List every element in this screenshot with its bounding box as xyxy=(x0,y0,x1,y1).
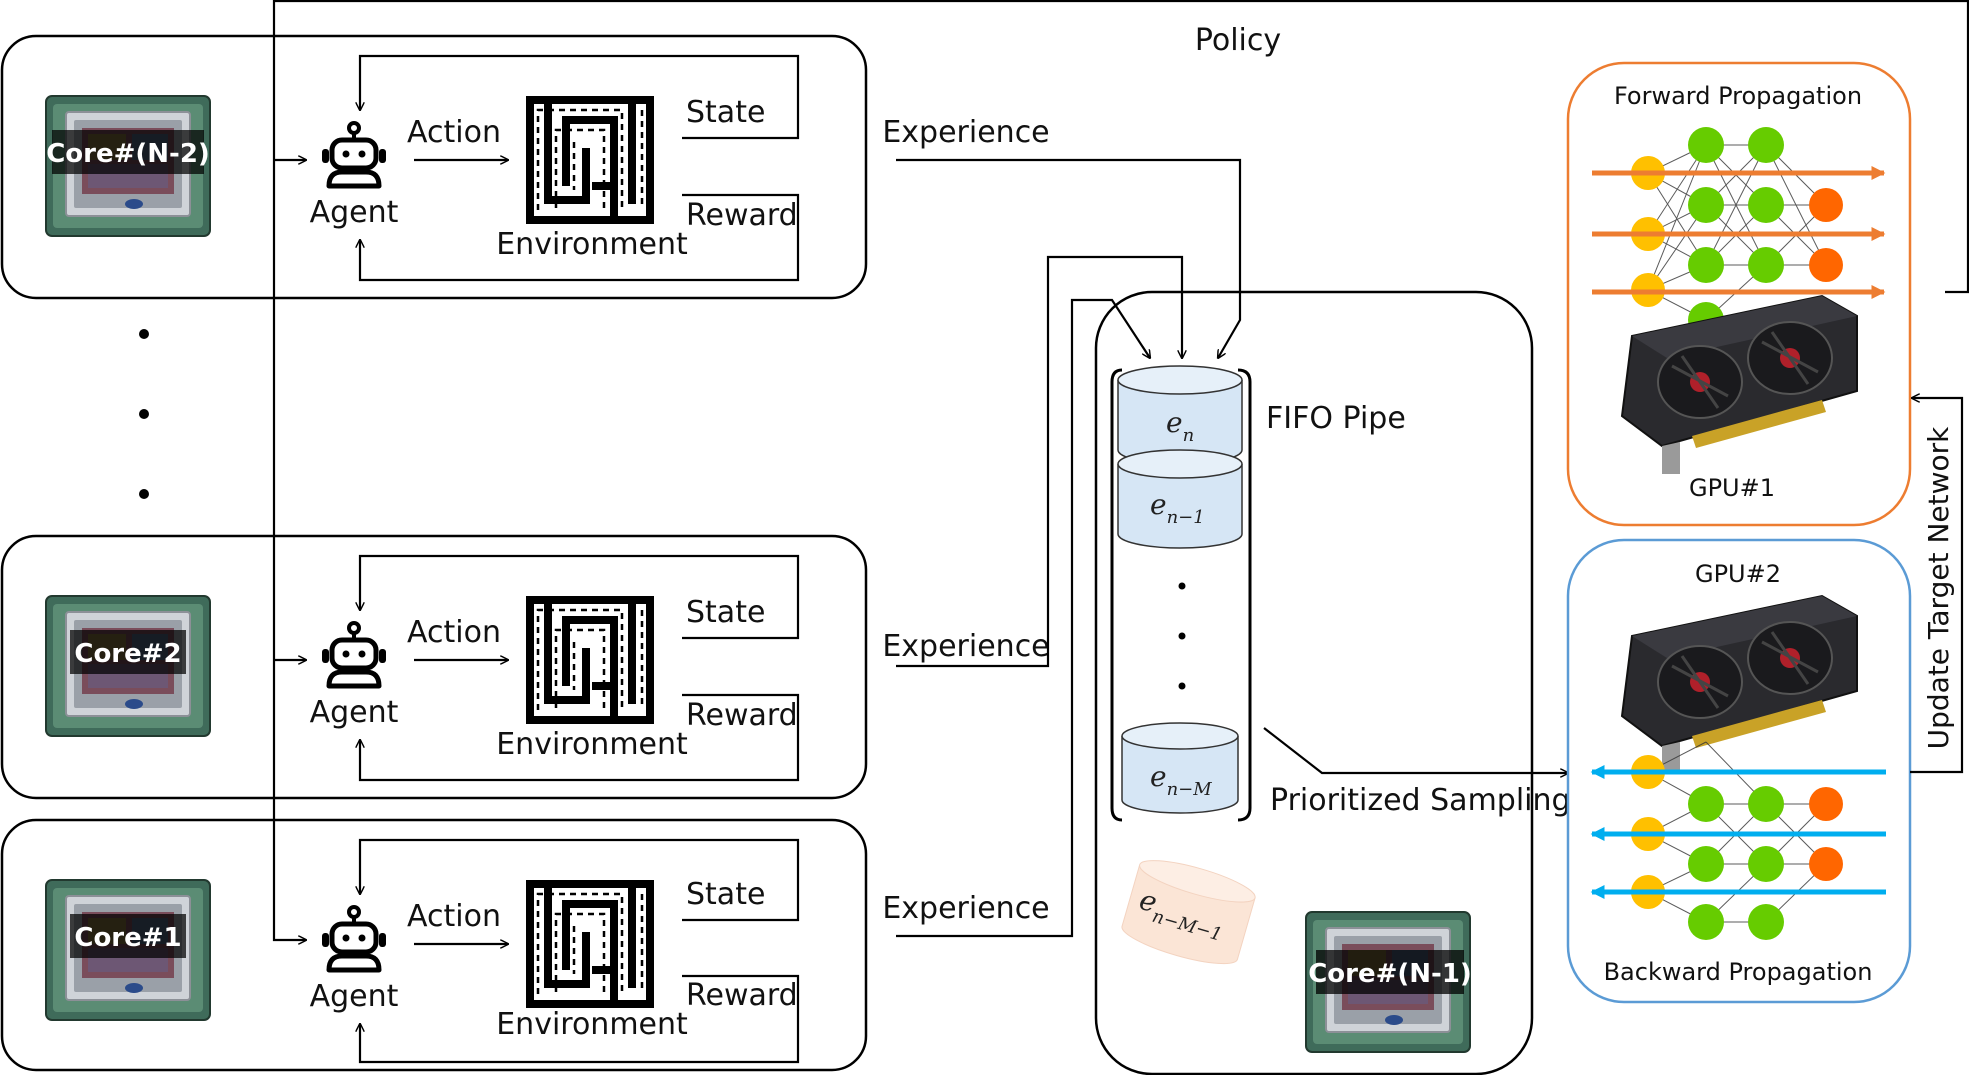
prioritized-sampling-label: Prioritized Sampling xyxy=(1270,783,1571,818)
pipe-cell-e-n-1: en−1 xyxy=(1117,449,1243,549)
core-block-frame xyxy=(0,534,868,800)
policy-feedback-line xyxy=(272,0,1969,940)
gpu-card-icon xyxy=(1620,594,1859,776)
svg-text:en−1: en−1 xyxy=(1150,488,1205,528)
forward-propagation-title: Forward Propagation xyxy=(1614,82,1862,110)
gpu-card-icon xyxy=(1620,294,1859,476)
action-label: Action xyxy=(407,615,501,650)
reward-label: Reward xyxy=(686,198,798,233)
update-target-arrow xyxy=(1910,398,1964,774)
environment-label: Environment xyxy=(496,227,688,262)
svg-text:en: en xyxy=(1166,406,1194,446)
core-ellipsis xyxy=(139,329,149,499)
maze-environment-icon xyxy=(530,884,650,1004)
gpu2-panel: GPU#2 Backward Propagation xyxy=(1566,538,1912,1004)
core-block-frame xyxy=(0,34,868,300)
maze-environment-icon xyxy=(530,100,650,220)
gpu2-title: GPU#2 xyxy=(1695,560,1781,588)
experience-flows: Experience Experience Experience xyxy=(882,115,1242,938)
pipe-cell-e-n: en xyxy=(1117,365,1243,465)
replay-memory-frame xyxy=(1094,290,1534,1075)
sampling-arrow xyxy=(1263,727,1568,773)
environment-label: Environment xyxy=(496,1007,688,1042)
state-label: State xyxy=(686,95,765,130)
core-block-2: Core#2 Agent Action Environment State Re… xyxy=(0,534,868,800)
policy-label: Policy xyxy=(1195,23,1281,58)
experience-label-top: Experience xyxy=(882,115,1049,150)
agent-icon xyxy=(322,123,386,186)
replay-memory-block: FIFO Pipe en en−1 en−M en−M− xyxy=(1094,290,1571,1075)
core-block-1: Core#1 Agent Action Environment State Re… xyxy=(0,818,868,1072)
gpu1-panel: Forward Propagation GPU#1 xyxy=(1566,61,1912,527)
experience-label-mid: Experience xyxy=(882,629,1049,664)
action-label: Action xyxy=(407,899,501,934)
state-label: State xyxy=(686,877,765,912)
update-target-network-label: Update Target Network xyxy=(1922,426,1955,750)
core-label: Core#2 xyxy=(74,639,181,669)
agent-icon xyxy=(322,907,386,970)
agent-label: Agent xyxy=(310,195,399,230)
backward-propagation-label: Backward Propagation xyxy=(1604,958,1873,986)
gpu1-label: GPU#1 xyxy=(1689,474,1775,502)
svg-text:en−M: en−M xyxy=(1150,760,1212,800)
agent-label: Agent xyxy=(310,979,399,1014)
core-label: Core#1 xyxy=(74,923,181,953)
maze-environment-icon xyxy=(530,600,650,720)
pipe-ellipsis xyxy=(1178,582,1186,690)
pipe-cell-e-n-m: en−M xyxy=(1121,722,1239,814)
backward-network xyxy=(1590,741,1886,940)
evicted-cell-e-n-m-1: en−M−1 xyxy=(1121,860,1256,965)
experience-label-bottom: Experience xyxy=(882,891,1049,926)
state-label: State xyxy=(686,595,765,630)
agent-label: Agent xyxy=(310,695,399,730)
core-block-n-2: Core#(N-2) Agent Action Environment Stat… xyxy=(0,34,868,300)
environment-label: Environment xyxy=(496,727,688,762)
core-n-1-label: Core#(N-1) xyxy=(1308,959,1472,989)
agent-icon xyxy=(322,623,386,686)
reward-label: Reward xyxy=(686,978,798,1013)
gpu1-frame xyxy=(1566,61,1912,527)
core-label: Core#(N-2) xyxy=(46,139,210,169)
reward-label: Reward xyxy=(686,698,798,733)
core-block-frame xyxy=(0,818,868,1072)
fifo-pipe-title: FIFO Pipe xyxy=(1266,401,1406,436)
action-label: Action xyxy=(407,115,501,150)
